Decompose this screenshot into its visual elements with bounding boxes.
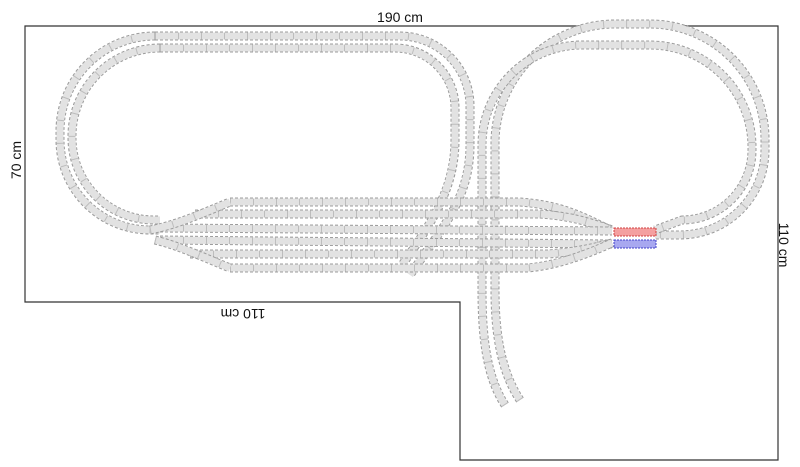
yard-line-6 — [230, 239, 614, 272]
dimension-left-label: 70 cm — [8, 141, 24, 179]
dimension-bottom-inner-label: 110 cm — [221, 306, 266, 322]
track-bed — [154, 236, 232, 272]
dimension-right-label: 110 cm — [776, 223, 792, 268]
track-bed — [149, 198, 232, 234]
yard-line-2 — [195, 210, 614, 234]
track-bed — [491, 20, 769, 402]
right-loop-inner-track — [478, 41, 756, 407]
dimension-top-label: 190 cm — [377, 9, 423, 25]
track-bed — [159, 224, 613, 235]
track-edge — [477, 40, 757, 408]
track-bed — [159, 236, 613, 248]
baseboard-outline — [24, 25, 779, 461]
track-group — [55, 19, 770, 408]
left-oval-inner-track — [68, 44, 459, 268]
blue-marker-block — [613, 239, 657, 249]
track-bed — [478, 41, 756, 407]
red-marker-block — [613, 227, 657, 237]
